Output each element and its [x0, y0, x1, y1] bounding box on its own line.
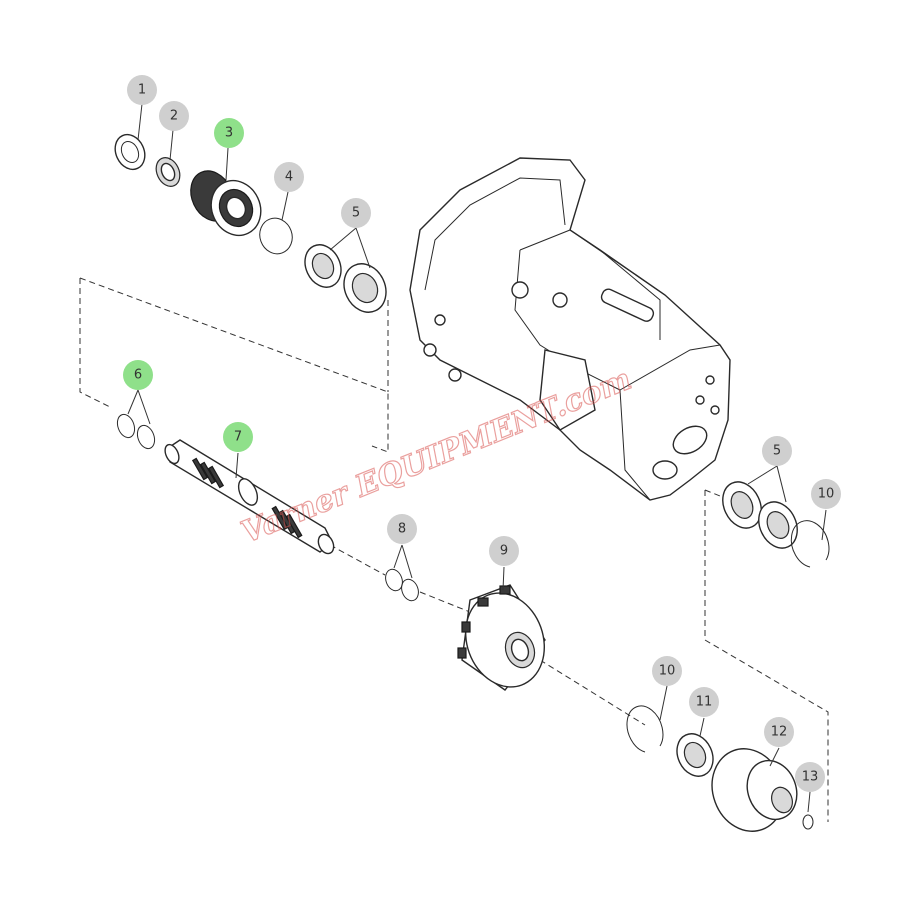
callout-3-label: 3 — [225, 126, 233, 141]
callout-8[interactable]: 8 — [387, 514, 417, 544]
part-3-bearing-assembly — [190, 170, 262, 237]
callout-10-right-circle — [811, 479, 841, 509]
callout-12[interactable]: 12 — [764, 717, 794, 747]
part-5-bearings-right — [722, 481, 798, 549]
part-10-snap-ring-lower — [626, 705, 664, 753]
part-7-shaft — [164, 439, 335, 555]
callout-8-label: 8 — [398, 522, 406, 537]
callout-7-label: 7 — [234, 430, 242, 445]
callout-6-label: 6 — [134, 368, 142, 383]
callout-4-circle — [274, 162, 304, 192]
part-10-snap-ring-right — [790, 520, 830, 568]
callout-8-circle — [387, 514, 417, 544]
callout-3-circle — [214, 118, 244, 148]
callout-5-upper[interactable]: 5 — [341, 198, 371, 228]
callout-1-circle — [127, 75, 157, 105]
callout-11[interactable]: 11 — [689, 687, 719, 717]
callout-13-label: 13 — [802, 770, 819, 785]
callout-5-right-label: 5 — [773, 444, 781, 459]
callout-6[interactable]: 6 — [123, 360, 153, 390]
part-8-rings — [385, 568, 419, 602]
part-9-clutch-drum — [457, 584, 546, 691]
callout-5-right[interactable]: 5 — [762, 436, 792, 466]
callout-9[interactable]: 9 — [489, 536, 519, 566]
callout-4[interactable]: 4 — [274, 162, 304, 192]
callout-5-upper-label: 5 — [352, 206, 360, 221]
callout-2[interactable]: 2 — [159, 101, 189, 131]
callout-4-label: 4 — [285, 170, 293, 185]
callout-6-circle — [123, 360, 153, 390]
transmission-housing — [409, 157, 731, 501]
callout-1[interactable]: 1 — [127, 75, 157, 105]
watermark: Varner EQUIPMENT.com — [236, 361, 637, 551]
callout-2-label: 2 — [170, 109, 178, 124]
callout-10-lower-circle — [652, 656, 682, 686]
part-6-snap-rings — [116, 413, 156, 450]
callout-12-circle — [764, 717, 794, 747]
callout-9-label: 9 — [500, 544, 508, 559]
callout-5-upper-circle — [341, 198, 371, 228]
leader-lines — [127, 103, 827, 813]
callouts: 1 2 3 4 5 6 7 8 — [123, 75, 841, 792]
callout-11-circle — [689, 687, 719, 717]
callout-7[interactable]: 7 — [223, 422, 253, 452]
callout-10-right[interactable]: 10 — [811, 479, 841, 509]
callout-2-circle — [159, 101, 189, 131]
callout-13[interactable]: 13 — [795, 762, 825, 792]
part-1-seal — [114, 133, 146, 171]
callout-13-circle — [795, 762, 825, 792]
part-2-ring — [155, 157, 181, 187]
callout-5-right-circle — [762, 436, 792, 466]
part-4-o-ring — [259, 217, 293, 255]
watermark-text: Varner EQUIPMENT.com — [237, 362, 637, 551]
callout-7-circle — [223, 422, 253, 452]
part-5-bearings-upper — [304, 244, 387, 313]
callout-3[interactable]: 3 — [214, 118, 244, 148]
callout-10-right-label: 10 — [818, 487, 835, 502]
part-11-bearing — [676, 733, 714, 777]
callout-12-label: 12 — [771, 725, 788, 740]
callout-10-lower-label: 10 — [659, 664, 676, 679]
callout-11-label: 11 — [696, 695, 713, 710]
callout-9-circle — [489, 536, 519, 566]
callout-10-lower[interactable]: 10 — [652, 656, 682, 686]
callout-1-label: 1 — [138, 83, 146, 98]
part-13-o-ring — [802, 814, 814, 830]
part-12-output-hub — [711, 748, 798, 832]
